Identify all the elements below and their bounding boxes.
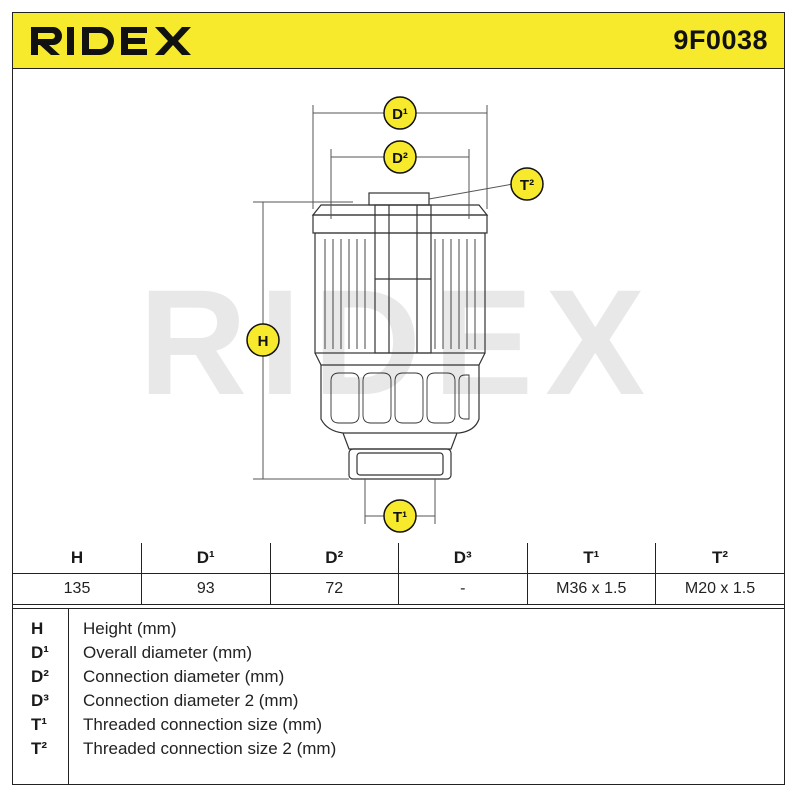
legend-key: D² <box>31 667 49 686</box>
spec-header-t2: T² <box>655 543 784 574</box>
legend-item: T² Threaded connection size 2 (mm) <box>13 739 784 763</box>
legend: H Height (mm) D¹ Overall diameter (mm) D… <box>13 608 784 785</box>
spec-header-row: H D¹ D² D³ T¹ T² <box>13 543 784 574</box>
callout-d2-label: D² <box>392 150 408 167</box>
callout-t2: T² <box>510 167 544 201</box>
callout-t1: T¹ <box>383 499 417 533</box>
filter-outline <box>311 192 489 480</box>
spec-header-t1: T¹ <box>526 543 656 574</box>
callout-t2-label: T² <box>520 177 534 194</box>
legend-key: T¹ <box>31 715 48 734</box>
callout-d1: D¹ <box>383 96 417 130</box>
legend-item: H Height (mm) <box>13 619 784 643</box>
header-bar: 9F0038 <box>13 13 784 69</box>
dimension-lines <box>253 105 514 524</box>
spec-header-d1: D¹ <box>141 543 271 574</box>
legend-key: D³ <box>31 691 49 710</box>
spec-table: H D¹ D² D³ T¹ T² 135 93 72 - M36 x 1.5 M… <box>13 543 784 605</box>
callout-d2: D² <box>383 140 417 174</box>
legend-desc: Connection diameter 2 (mm) <box>83 691 299 710</box>
legend-desc: Threaded connection size 2 (mm) <box>83 739 337 758</box>
legend-key: H <box>31 619 44 638</box>
spec-value-row: 135 93 72 - M36 x 1.5 M20 x 1.5 <box>13 573 784 605</box>
callout-d1-label: D¹ <box>392 106 408 123</box>
callout-t1-label: T¹ <box>393 509 407 526</box>
spec-header-d2: D² <box>269 543 399 574</box>
legend-desc: Connection diameter (mm) <box>83 667 285 686</box>
spec-header-d3: D³ <box>398 543 528 574</box>
legend-divider <box>68 609 69 785</box>
fuel-filter-drawing: RIDEX <box>139 96 657 533</box>
product-sheet: 9F0038 RIDEX <box>12 12 785 785</box>
legend-desc: Height (mm) <box>83 619 177 638</box>
spec-value-t1: M36 x 1.5 <box>526 573 656 605</box>
callout-h-label: H <box>258 333 269 350</box>
legend-item: D³ Connection diameter 2 (mm) <box>13 691 784 715</box>
spec-value-d1: 93 <box>141 573 271 605</box>
part-number: 9F0038 <box>673 25 768 55</box>
spec-value-h: 135 <box>13 573 142 605</box>
legend-desc: Threaded connection size (mm) <box>83 715 323 734</box>
spec-value-d3: - <box>398 573 528 605</box>
technical-drawing: RIDEX <box>13 69 784 542</box>
spec-value-t2: M20 x 1.5 <box>655 573 784 605</box>
spec-header-h: H <box>13 543 142 574</box>
legend-item: D¹ Overall diameter (mm) <box>13 643 784 667</box>
ridex-logo <box>31 27 191 55</box>
spec-value-d2: 72 <box>269 573 399 605</box>
legend-desc: Overall diameter (mm) <box>83 643 253 662</box>
callout-h: H <box>246 323 280 357</box>
watermark-text: RIDEX <box>139 258 657 426</box>
legend-item: T¹ Threaded connection size (mm) <box>13 715 784 739</box>
legend-key: T² <box>31 739 48 758</box>
legend-item: D² Connection diameter (mm) <box>13 667 784 691</box>
legend-key: D¹ <box>31 643 49 662</box>
